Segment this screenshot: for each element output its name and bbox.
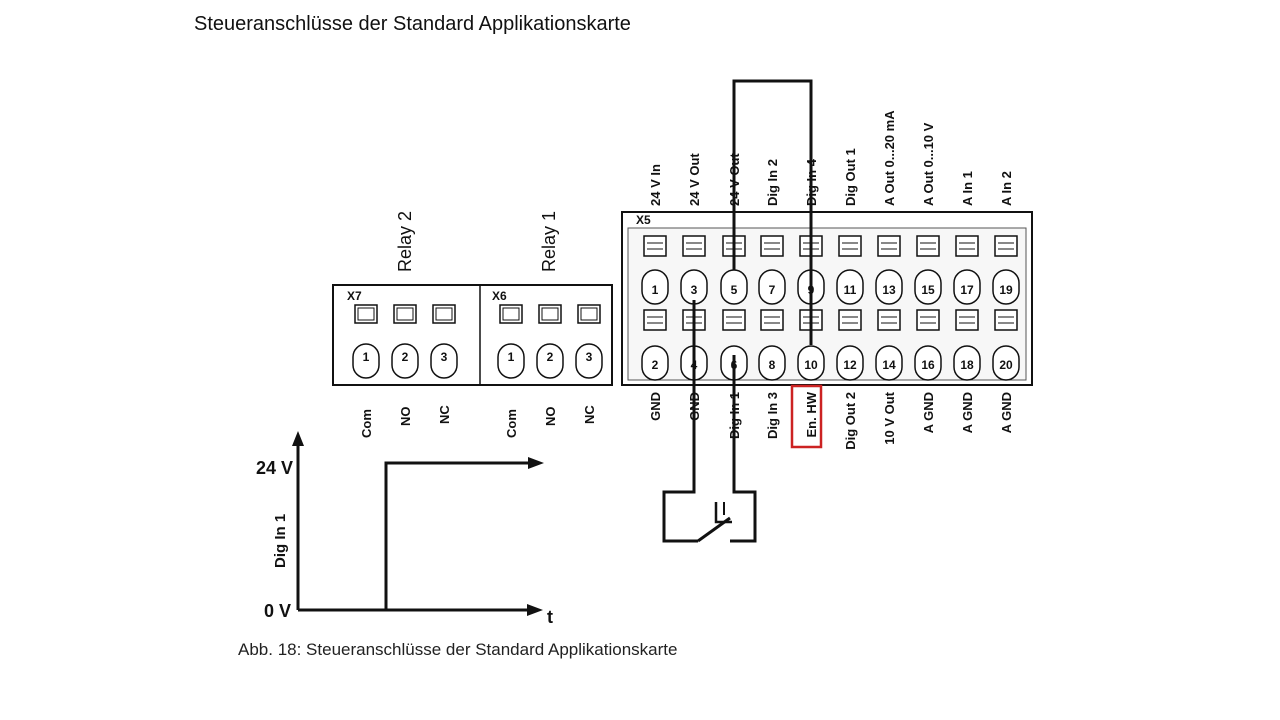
x6-label-nc: NC bbox=[582, 405, 597, 424]
x5-bottom-label: Dig In 3 bbox=[765, 392, 780, 439]
x5-bottom-label: Dig Out 2 bbox=[843, 392, 858, 450]
x6-terminal-number: 2 bbox=[547, 350, 554, 364]
x5-bottom-label: 10 V Out bbox=[882, 391, 897, 444]
x5-terminal-column: 17 18 A In 1 A GND bbox=[953, 171, 981, 433]
figure-caption: Abb. 18: Steueranschlüsse der Standard A… bbox=[238, 640, 678, 659]
timing-y-high-label: 24 V bbox=[256, 458, 293, 478]
x5-header: X5 bbox=[636, 213, 651, 227]
x5-terminal-number: 18 bbox=[960, 358, 974, 372]
x5-terminal-number: 12 bbox=[843, 358, 857, 372]
x5-terminal-column: 15 16 A Out 0...10 V A GND bbox=[914, 122, 942, 433]
x5-terminal-top[interactable]: 17 bbox=[953, 235, 981, 305]
x7-label-no: NO bbox=[398, 407, 413, 427]
x5-terminal-number: 1 bbox=[652, 283, 659, 297]
x5-terminal-bottom[interactable]: 20 bbox=[992, 309, 1020, 381]
x6-label-no: NO bbox=[543, 407, 558, 427]
x5-terminal-column: 1 2 24 V In GND bbox=[641, 164, 669, 421]
x5-terminal-number: 2 bbox=[652, 358, 659, 372]
x5-terminal-number: 20 bbox=[999, 358, 1013, 372]
x5-terminal-number: 19 bbox=[999, 283, 1013, 297]
x5-terminal-column: 7 8 Dig In 2 Dig In 3 bbox=[758, 159, 786, 439]
x6-terminal[interactable]: 2 bbox=[536, 304, 564, 379]
x5-bottom-label: A GND bbox=[999, 392, 1014, 433]
x5-top-label: A Out 0...10 V bbox=[921, 122, 936, 206]
relay-2-label: Relay 2 bbox=[395, 211, 415, 272]
x6-terminal[interactable]: 1 bbox=[497, 304, 525, 379]
x5-top-label: Dig Out 1 bbox=[843, 148, 858, 206]
x5-terminal-number: 17 bbox=[960, 283, 974, 297]
x5-terminal-top[interactable]: 1 bbox=[641, 235, 669, 305]
x5-top-label: A Out 0...20 mA bbox=[882, 110, 897, 206]
x7-terminal[interactable]: 2 bbox=[391, 304, 419, 379]
x5-terminal-top[interactable]: 19 bbox=[992, 235, 1020, 305]
relay-1-label: Relay 1 bbox=[539, 211, 559, 272]
timing-x-arrow-icon bbox=[527, 604, 543, 616]
timing-signal-arrow-icon bbox=[528, 457, 544, 469]
x6-header: X6 bbox=[492, 289, 507, 303]
timing-diagram: 24 V 0 V Dig In 1 t bbox=[256, 431, 553, 627]
x6-terminal[interactable]: 3 bbox=[575, 304, 603, 379]
x5-terminal-number: 15 bbox=[921, 283, 935, 297]
x5-terminal-number: 5 bbox=[731, 283, 738, 297]
x7-terminal[interactable]: 1 bbox=[352, 304, 380, 379]
timing-y-low-label: 0 V bbox=[264, 601, 291, 621]
x6-terminal-number: 3 bbox=[586, 350, 593, 364]
x5-terminal-number: 10 bbox=[804, 358, 818, 372]
timing-y-axis-label: Dig In 1 bbox=[272, 514, 289, 568]
timing-signal-trace bbox=[298, 461, 530, 612]
x5-top-label: 24 V In bbox=[648, 164, 663, 206]
x5-terminal-number: 16 bbox=[921, 358, 935, 372]
x7-header: X7 bbox=[347, 289, 362, 303]
x5-terminal-top[interactable]: 7 bbox=[758, 235, 786, 305]
x5-terminal-bottom[interactable]: 12 bbox=[836, 309, 864, 381]
x5-terminal-number: 3 bbox=[691, 283, 698, 297]
x6-terminal-number: 1 bbox=[508, 350, 515, 364]
bridge-wire-5-to-10 bbox=[732, 79, 813, 345]
switch-actuator bbox=[714, 502, 732, 524]
x7-terminal-number: 1 bbox=[363, 350, 370, 364]
x5-top-label: 24 V Out bbox=[687, 153, 702, 206]
x5-top-label: A In 1 bbox=[960, 171, 975, 206]
x7-label-com: Com bbox=[359, 409, 374, 438]
x5-terminal-number: 8 bbox=[769, 358, 776, 372]
x5-top-label: Dig In 2 bbox=[765, 159, 780, 206]
x5-terminal-top[interactable]: 13 bbox=[875, 235, 903, 305]
x5-terminal-number: 13 bbox=[882, 283, 896, 297]
timing-x-axis-label: t bbox=[547, 607, 553, 627]
page-title: Steueranschlüsse der Standard Applikatio… bbox=[194, 13, 631, 35]
x5-bottom-label: A GND bbox=[921, 392, 936, 433]
x5-terminal-bottom[interactable]: 18 bbox=[953, 309, 981, 381]
x7-terminal-number: 3 bbox=[441, 350, 448, 364]
x7-terminals: 1 2 3 bbox=[352, 304, 458, 379]
x5-terminal-number: 11 bbox=[844, 283, 857, 297]
x5-terminal-number: 14 bbox=[882, 358, 896, 372]
x5-terminal-bottom[interactable]: 16 bbox=[914, 309, 942, 381]
x5-inner-panel bbox=[627, 227, 1027, 381]
switch-wire-gnd bbox=[662, 300, 698, 543]
x5-terminal-column: 11 12 Dig Out 1 Dig Out 2 bbox=[836, 148, 864, 450]
x5-terminal-number: 7 bbox=[769, 283, 776, 297]
x5-top-label: A In 2 bbox=[999, 171, 1014, 206]
x5-bottom-label: GND bbox=[648, 392, 663, 421]
x7-terminal[interactable]: 3 bbox=[430, 304, 458, 379]
x5-terminal-bottom[interactable]: 8 bbox=[758, 309, 786, 381]
timing-y-arrow-icon bbox=[292, 431, 304, 446]
x5-terminal-bottom[interactable]: 2 bbox=[641, 309, 669, 381]
x6-terminals: 1 2 3 bbox=[497, 304, 603, 379]
x5-bottom-label: En. HW bbox=[804, 391, 819, 437]
switch-wire-dig-in-1 bbox=[730, 355, 757, 543]
x5-terminal-top[interactable]: 11 bbox=[836, 235, 864, 305]
x5-bottom-label: A GND bbox=[960, 392, 975, 433]
x5-terminal-top[interactable]: 15 bbox=[914, 235, 942, 305]
x5-terminal-column: 19 20 A In 2 A GND bbox=[992, 171, 1020, 433]
x6-label-com: Com bbox=[504, 409, 519, 438]
wiring bbox=[662, 79, 813, 543]
x5-terminal-column: 13 14 A Out 0...20 mA 10 V Out bbox=[875, 110, 903, 445]
x5-terminal-bottom[interactable]: 14 bbox=[875, 309, 903, 381]
x7-label-nc: NC bbox=[437, 405, 452, 424]
x7-terminal-number: 2 bbox=[402, 350, 409, 364]
x5-terminal-top[interactable]: 3 bbox=[680, 235, 708, 305]
en-hw-highlight bbox=[790, 384, 823, 449]
